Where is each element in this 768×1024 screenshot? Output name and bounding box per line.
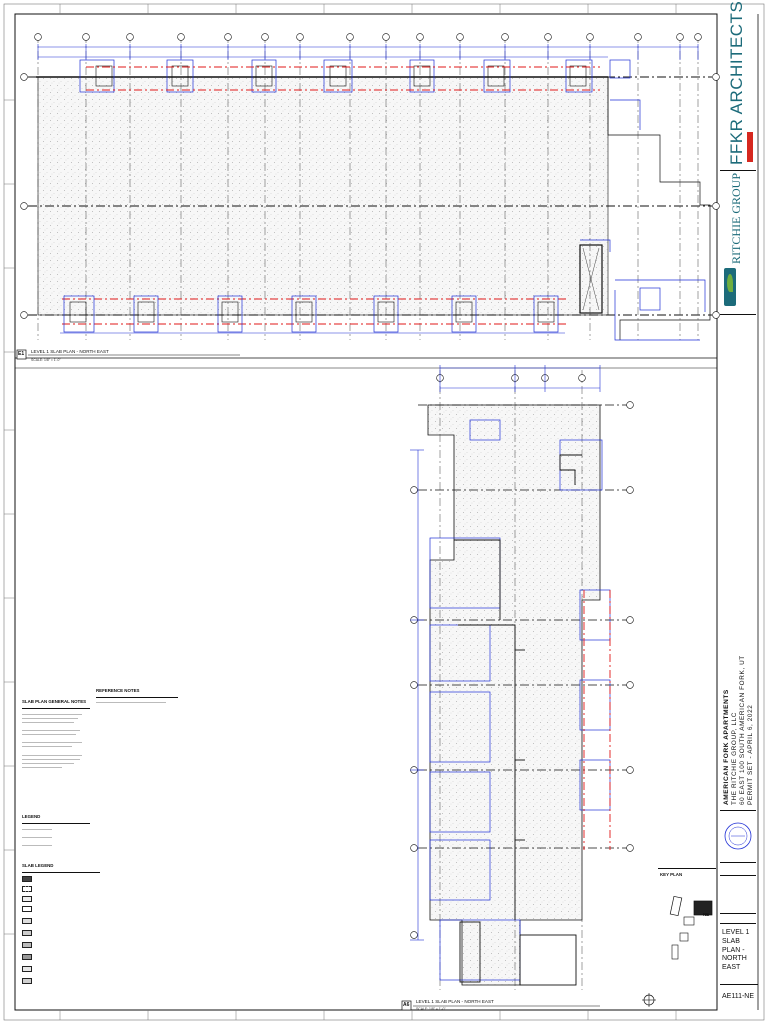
bottom-drawing-title: LEVEL 1 SLAB PLAN - NORTH EAST [416, 999, 494, 1004]
owner-logo: RITCHIE GROUP [720, 172, 756, 315]
project-set: PERMIT SET - APRIL 6, 2022 [747, 704, 754, 805]
bottom-drawing-marker: A6 [403, 1002, 410, 1008]
project-address: 60 EAST 100 SOUTH AMERICAN FORK, UT [739, 655, 746, 805]
owner-emblem-leaf [727, 274, 733, 292]
top-drawing-scale: SCALE: 1/8" = 1'-0" [31, 358, 61, 362]
project-client: THE RITCHIE GROUP, LLC [731, 712, 738, 805]
key-plan-title: KEY PLAN [660, 872, 683, 877]
key-plan: KEY PLAN NE [658, 868, 716, 969]
owner-name: RITCHIE GROUP [729, 172, 743, 264]
architect-name: FFKR ARCHITECTS [727, 0, 746, 165]
project-name: AMERICAN FORK APARTMENTS [723, 689, 730, 805]
sheet-title-block: LEVEL 1 SLAB PLAN - NORTH EAST [720, 925, 756, 981]
slab-plan-top [16, 33, 720, 360]
top-drawing-title: LEVEL 1 SLAB PLAN - NORTH EAST [31, 349, 109, 354]
key-plan-diagram [669, 895, 713, 960]
key-plan-tag: NE [703, 912, 710, 917]
professional-seal [722, 812, 754, 860]
project-info: AMERICAN FORK APARTMENTS THE RITCHIE GRO… [720, 600, 756, 811]
legend-title: LEGEND [22, 814, 41, 819]
reference-notes-title: REFERENCE NOTES [96, 688, 140, 693]
reference-notes: REFERENCE NOTES [96, 688, 178, 709]
top-drawing-marker: E1 [18, 351, 25, 357]
general-notes-title: SLAB PLAN GENERAL NOTES [22, 699, 87, 704]
general-notes: SLAB PLAN GENERAL NOTES [22, 699, 92, 780]
revision-block [720, 862, 756, 924]
bottom-drawing-scale: SCALE: 1/8" = 1'-0" [416, 1007, 446, 1011]
slab-legend-title: SLAB LEGEND [22, 863, 54, 868]
sheet-number-cell: AE111-NE [720, 984, 758, 1009]
slab-legend: SLAB LEGEND [22, 863, 102, 1014]
sheet-title: LEVEL 1 SLAB PLAN - NORTH EAST [722, 929, 750, 971]
sheet-number: AE111-NE [722, 993, 755, 1000]
architect-logo: FFKR ARCHITECTS [720, 1, 756, 171]
legend: LEGEND [22, 814, 92, 855]
architect-mark [747, 132, 753, 162]
